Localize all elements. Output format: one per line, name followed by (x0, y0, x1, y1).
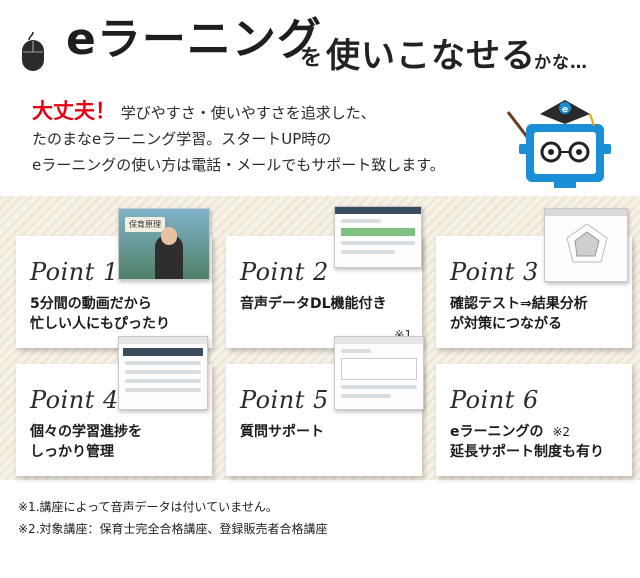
point-desc-line-1: 5分間の動画だから (30, 296, 152, 312)
test-analysis-screenshot (544, 208, 628, 282)
page-title-main: eラーニング (66, 14, 322, 65)
point-desc-line-2: 延長サポート制度も有り (450, 444, 604, 460)
footnote-2: ※2.対象講座：保育士完全合格講座、登録販売者合格講座 (18, 522, 328, 536)
point-label: Point 2 (240, 258, 329, 286)
header: eラーニング を 使いこなせる かな… (0, 0, 640, 90)
mascot-cap-letter: e (562, 105, 568, 115)
point-desc-line-1: 確認テスト⇒結果分析 (450, 296, 588, 312)
point-card-6: Point 6 eラーニングの ※2 延長サポート制度も有り (436, 364, 632, 476)
lecturer-head (161, 227, 177, 245)
intro-line-3: eラーニングの使い方は電話・メールでもサポート致します。 (32, 156, 445, 174)
point-description: 個々の学習進捗を しっかり管理 (30, 422, 142, 462)
computer-mouse-icon (20, 31, 46, 76)
intro-line-1: 大丈夫！ 学びやすさ・使いやすさを追求した、 (32, 98, 512, 126)
intro-line-1-rest: 学びやすさ・使いやすさを追求した、 (120, 104, 376, 122)
point-desc-line-1: eラーニングの (450, 424, 544, 440)
point-label: Point 4 (30, 386, 119, 414)
intro-line-2: たのまなeラーニング学習。スタートUP時の (32, 130, 332, 148)
footnotes: ※1.講座によって音声データは付いていません。 ※2.対象講座：保育士完全合格講… (18, 496, 328, 540)
point-desc-line-1: 音声データDL機能付き (240, 296, 387, 312)
point-desc-line-2: 忙しい人にもぴったり (30, 316, 170, 332)
point-note: ※2 (552, 425, 571, 439)
progress-management-screenshot (118, 336, 208, 410)
point-description: 音声データDL機能付き (240, 294, 387, 314)
point-desc-line-1: 個々の学習進捗を (30, 424, 142, 440)
video-lecture-screenshot: 保育原理 (118, 208, 210, 280)
page-title-tail: かな… (534, 53, 588, 73)
point-card-1: Point 1 5分間の動画だから 忙しい人にもぴったり (16, 236, 212, 348)
question-support-screenshot (334, 336, 424, 410)
footnote-1: ※1.講座によって音声データは付いていません。 (18, 500, 278, 514)
intro-text: 大丈夫！ 学びやすさ・使いやすさを追求した、 たのまなeラーニング学習。スタート… (32, 98, 512, 178)
page-title-mid: 使いこなせる (326, 36, 536, 76)
audio-download-screenshot (334, 206, 422, 268)
point-description: 確認テスト⇒結果分析 が対策につながる (450, 294, 588, 334)
point-description: eラーニングの ※2 延長サポート制度も有り (450, 422, 604, 462)
video-caption: 保育原理 (125, 217, 165, 232)
point-label: Point 3 (450, 258, 539, 286)
graduate-computer-mascot-icon: e (504, 84, 624, 198)
point-label: Point 6 (450, 386, 539, 414)
point-desc-line-2: が対策につながる (450, 316, 562, 332)
feature-panel: Point 1 5分間の動画だから 忙しい人にもぴったり 保育原理 Point … (0, 196, 640, 480)
radar-chart-icon (566, 223, 608, 263)
point-label: Point 1 (30, 258, 119, 286)
point-description: 質問サポート (240, 422, 324, 442)
point-card-3: Point 3 確認テスト⇒結果分析 が対策につながる (436, 236, 632, 348)
page-title-particle: を (300, 46, 323, 71)
point-desc-line-1: 質問サポート (240, 424, 324, 440)
point-desc-line-2: しっかり管理 (30, 444, 114, 460)
point-label: Point 5 (240, 386, 329, 414)
intro-strong: 大丈夫！ (32, 99, 116, 123)
point-desc-line-1-wrap: eラーニングの ※2 (450, 422, 604, 442)
point-description: 5分間の動画だから 忙しい人にもぴったり (30, 294, 170, 334)
